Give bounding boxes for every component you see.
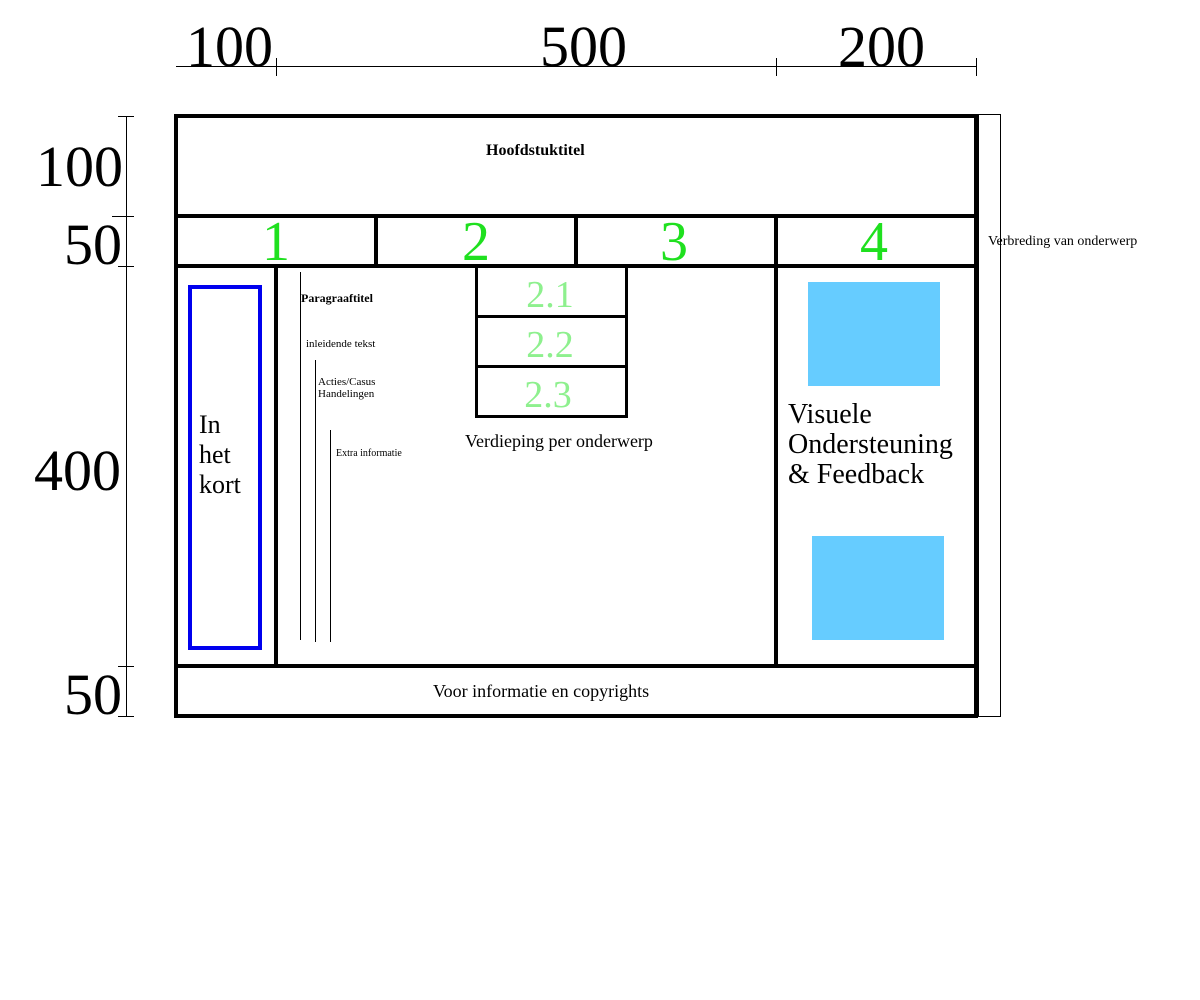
extra-info-indent-line [330, 430, 331, 642]
actions-text-line1: Acties/Casus [318, 376, 376, 388]
height-tick [118, 716, 134, 717]
paragraph-title: Paragraaftitel [301, 291, 373, 305]
visual-support-text: Visuele Ondersteuning & Feedback [788, 400, 953, 490]
tab-3-label: 3 [660, 211, 688, 273]
width-tick [276, 58, 277, 76]
tab-1-label: 1 [262, 211, 290, 273]
height-tick [112, 216, 134, 217]
extension-label: Verbreding van onderwerp [988, 234, 1138, 249]
height-dimension-header: 100 [36, 134, 123, 199]
extension-strip [977, 114, 1001, 717]
width-tick [976, 58, 977, 76]
height-dimension-line [126, 116, 127, 716]
width-tick [776, 58, 777, 76]
actions-indent-line [315, 360, 316, 642]
width-dimension-line [176, 66, 976, 67]
height-tick [118, 116, 134, 117]
subtopic-label-2-1: 2.1 [526, 274, 574, 316]
footer-block [174, 664, 978, 718]
actions-text-line2: Handelingen [318, 388, 375, 400]
tab-2-label: 2 [462, 211, 490, 273]
summary-box [188, 285, 262, 650]
summary-text: In het kort [199, 410, 241, 499]
intro-text: inleidende tekst [306, 338, 376, 350]
page-title: Hoofdstuktitel [486, 142, 585, 159]
height-dimension-footer: 50 [64, 662, 122, 727]
image-placeholder-top [808, 282, 940, 386]
height-dimension-main: 400 [34, 438, 121, 503]
width-dimension-content: 500 [540, 14, 627, 79]
height-tick [118, 666, 134, 667]
image-placeholder-bottom [812, 536, 944, 640]
subtopic-item-2-3[interactable] [475, 365, 628, 418]
tab-4-label: 4 [860, 211, 888, 273]
subtopic-label-2-3: 2.3 [524, 374, 572, 416]
footer-text: Voor informatie en copyrights [433, 681, 650, 701]
width-dimension-right-panel: 200 [838, 14, 925, 79]
visual-support-line1: Visuele [788, 399, 872, 430]
subtopic-label-2-2: 2.2 [526, 324, 574, 366]
paragraph-indent-line [300, 272, 301, 640]
width-dimension-sidebar: 100 [186, 14, 273, 79]
actions-text: Acties/Casus Handelingen [318, 376, 375, 400]
extra-info-text: Extra informatie [336, 448, 402, 459]
visual-support-line3: & Feedback [788, 459, 925, 490]
height-dimension-tabs: 50 [64, 212, 122, 277]
height-tick [118, 266, 134, 267]
header-block [174, 114, 978, 218]
visual-support-line2: Ondersteuning [788, 429, 953, 460]
subtopic-caption: Verdieping per onderwerp [465, 431, 653, 451]
